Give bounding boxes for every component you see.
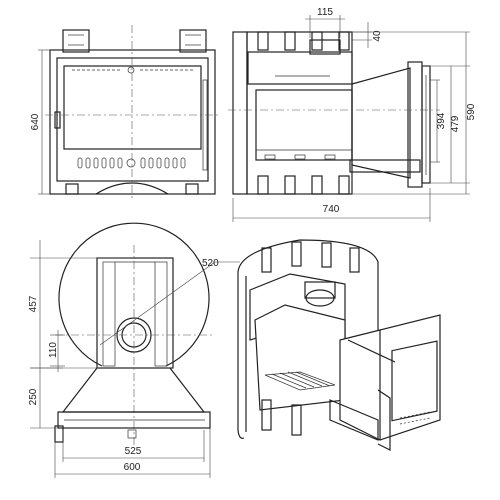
dim-479-label: 479 xyxy=(450,115,461,132)
dim-plan-offset: 110 xyxy=(48,330,65,372)
iso-ribs xyxy=(261,241,360,273)
dim-40-label: 40 xyxy=(372,30,383,42)
dim-520-label: 520 xyxy=(202,258,219,269)
door-hinge xyxy=(202,79,208,171)
dim-394-label: 394 xyxy=(436,112,447,129)
dim-110-label: 110 xyxy=(48,342,59,358)
dim-plan-radius: 520 xyxy=(99,258,240,346)
iso-left-edge xyxy=(237,272,245,439)
dim-525-label: 525 xyxy=(125,446,142,457)
dim-plan-total-width: 600 xyxy=(54,428,211,478)
glass-window xyxy=(63,65,202,150)
front-view: 640 xyxy=(30,25,220,200)
side-view: 740 115 40 394 479 590 xyxy=(228,7,477,222)
dim-plan-base-width: 525 xyxy=(62,430,205,462)
plan-round-body xyxy=(58,222,210,367)
dim-600-label: 600 xyxy=(124,462,141,473)
dim-250-label: 250 xyxy=(28,388,39,405)
side-firebox xyxy=(255,89,353,161)
dim-590-label: 590 xyxy=(466,103,477,120)
plan-base-trapezoid xyxy=(61,367,206,413)
air-slots-bottom xyxy=(77,157,186,169)
side-top-chamber xyxy=(247,51,353,85)
door-frame xyxy=(56,57,209,182)
iso-door xyxy=(391,340,438,422)
side-top-ribs xyxy=(257,31,350,195)
air-slots-top xyxy=(72,66,195,74)
dim-640-label: 640 xyxy=(30,113,41,130)
dim-plan-base-height: 250 xyxy=(28,367,63,429)
dim-side-width: 740 xyxy=(232,188,431,222)
dim-side-top-width: 115 xyxy=(305,7,345,38)
side-tunnel xyxy=(351,67,411,179)
dim-front-height: 640 xyxy=(30,49,50,195)
iso-firebox xyxy=(254,304,346,411)
front-base-arc xyxy=(95,182,169,195)
iso-top-rim xyxy=(237,239,379,330)
dim-115-label: 115 xyxy=(317,7,333,18)
dim-457-label: 457 xyxy=(28,295,39,312)
plan-front-plate xyxy=(57,411,211,429)
front-outline xyxy=(49,49,216,195)
dim-740-label: 740 xyxy=(323,204,340,215)
dim-side-top-offset: 40 xyxy=(352,22,383,48)
front-top-lug-right xyxy=(179,29,207,53)
front-top-lug-left xyxy=(62,29,90,53)
iso-grate xyxy=(271,371,331,389)
plan-view: 520 457 110 250 525 xyxy=(28,222,240,478)
door-handle xyxy=(54,111,61,129)
flue-collar xyxy=(309,39,341,55)
dim-side-heights: 394 479 590 xyxy=(352,31,477,195)
plan-firebox xyxy=(96,257,174,369)
isometric-cutaway xyxy=(237,239,441,451)
iso-door-vents xyxy=(399,411,431,425)
